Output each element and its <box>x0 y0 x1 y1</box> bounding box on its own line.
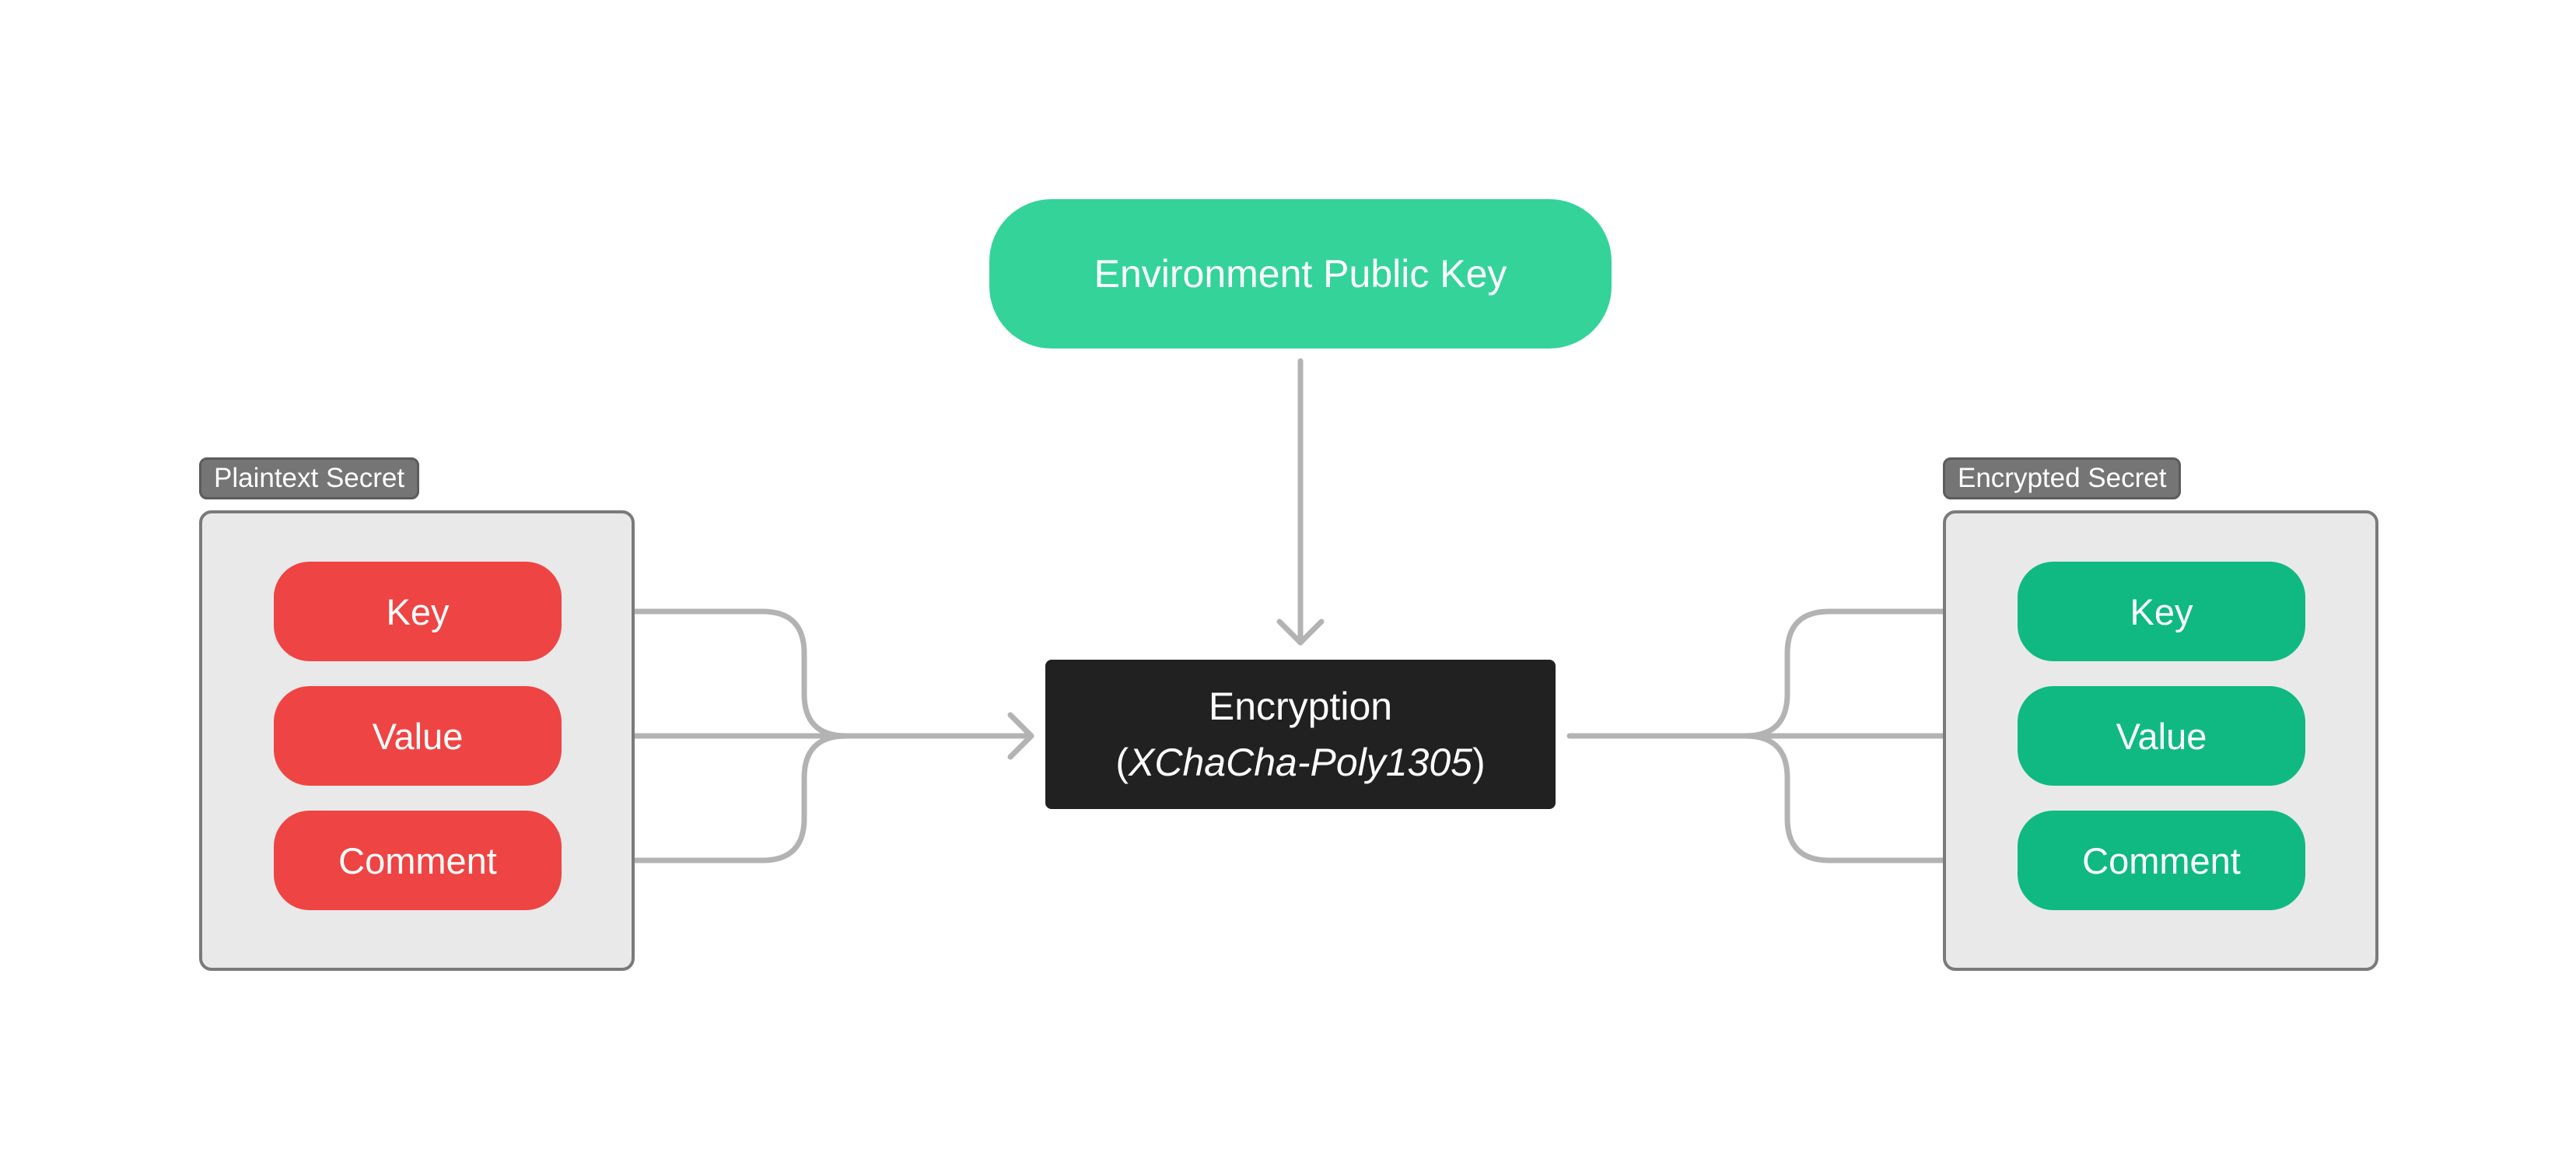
encrypted-key-label: Key <box>2130 590 2193 632</box>
plaintext-key-field: Key <box>274 562 562 661</box>
plaintext-value-field: Value <box>274 686 562 786</box>
encrypted-secret-tag: Encrypted Secret <box>1943 457 2182 499</box>
open-paren: ( <box>1115 741 1129 784</box>
encryption-algorithm-line: (XChaCha-Poly1305) <box>1115 734 1485 790</box>
environment-public-key-node: Environment Public Key <box>989 199 1612 349</box>
close-paren: ) <box>1472 741 1486 784</box>
encryption-algorithm: XChaCha-Poly1305 <box>1129 741 1472 784</box>
encrypted-value-field: Value <box>2018 686 2305 786</box>
encrypted-comment-field: Comment <box>2018 811 2305 910</box>
encrypted-comment-label: Comment <box>2082 839 2241 881</box>
encrypted-secret-tag-label: Encrypted Secret <box>1958 463 2167 493</box>
encrypted-value-label: Value <box>2116 715 2207 757</box>
plaintext-secret-tag: Plaintext Secret <box>199 457 420 499</box>
encrypted-key-field: Key <box>2018 562 2305 661</box>
plaintext-secret-tag-label: Plaintext Secret <box>214 463 405 493</box>
encryption-title: Encryption <box>1208 685 1393 728</box>
plaintext-comment-field: Comment <box>274 811 562 910</box>
encryption-node: Encryption (XChaCha-Poly1305) <box>1045 660 1556 809</box>
plaintext-comment-label: Comment <box>338 839 497 881</box>
plaintext-value-label: Value <box>372 715 464 757</box>
public-key-label: Environment Public Key <box>1094 252 1507 296</box>
plaintext-key-label: Key <box>386 590 450 632</box>
